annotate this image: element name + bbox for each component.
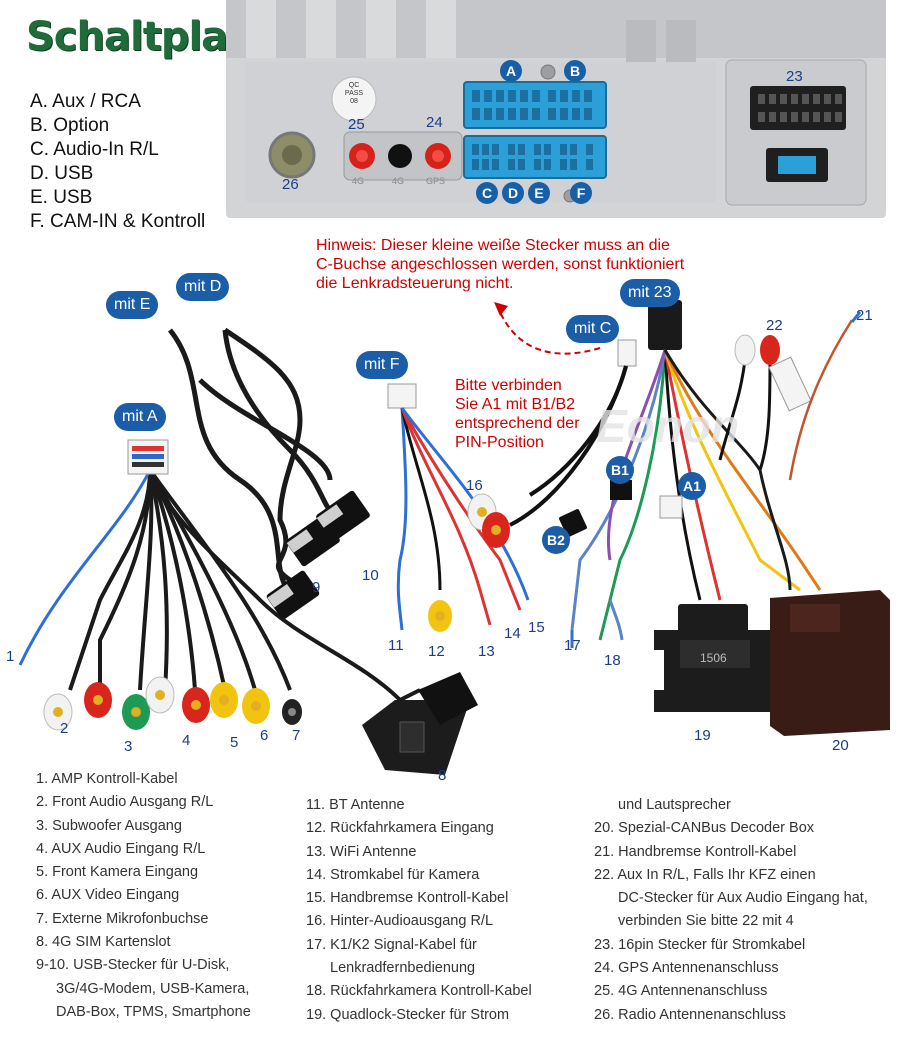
legend-item: 14. Stromkabel für Kamera [306,866,480,883]
connector-item: F. CAM-IN & Kontroll [30,211,206,232]
connector-item: A. Aux / RCA [30,91,141,112]
legend-item: 15. Handbremse Kontroll-Kabel [306,890,509,907]
legend-item: 9-10. USB-Stecker für U-Disk, [36,957,230,974]
diagram-number: 10 [362,567,379,584]
legend-item: 5. Front Kamera Eingang [36,864,199,881]
legend-item: Lenkradfernbedienung [330,960,476,977]
diagram-number: 15 [528,619,545,636]
badge-b1: B1 [606,456,634,484]
diagram-number: 2 [60,720,69,737]
panel-badge-b: B [564,60,586,82]
legend-item: DC-Stecker für Aux Audio Eingang hat, [618,890,868,907]
diagram-number: 20 [832,737,849,754]
legend-item: 22. Aux In R/L, Falls Ihr KFZ einen [594,866,816,883]
legend-item: 18. Rückfahrkamera Kontroll-Kabel [306,983,532,1000]
legend-item: 25. 4G Antennenanschluss [594,983,768,1000]
badge-mit-d: mit D [176,273,230,301]
legend-item: 21. Handbremse Kontroll-Kabel [594,843,797,860]
antenna-label-gps: GPS [426,176,446,186]
panel-number-23: 23 [786,68,803,85]
panel-number-24: 24 [426,114,443,131]
legend-item: 8. 4G SIM Kartenslot [36,934,171,951]
legend-column-2: 11. BT Antenne 12. Rückfahrkamera Eingan… [306,794,532,1027]
connector-item: E. USB [30,187,93,208]
badge-b2: B2 [542,526,570,554]
diagram-number: 18 [604,652,621,669]
legend-item: verbinden Sie bitte 22 mit 4 [618,913,794,930]
diagram-number: 13 [478,643,495,660]
diagram-number: 1 [6,648,15,665]
diagram-number: 8 [438,767,447,784]
badge-mit-e: mit E [106,291,159,319]
page-title: Schaltplan [26,14,256,60]
legend-item: 13. WiFi Antenne [306,843,417,860]
connector-list: A. Aux / RCA B. Option C. Audio-In R/L D… [30,90,205,234]
legend-item: 26. Radio Antennenanschluss [594,1006,786,1023]
diagram-number: 21 [856,307,873,324]
legend-item: 19. Quadlock-Stecker für Strom [306,1006,510,1023]
diagram-number: 16 [466,477,483,494]
connector-item: B. Option [30,115,110,136]
legend-item: 12. Rückfahrkamera Eingang [306,820,494,837]
legend-column-3: und Lautsprecher 20. Spezial-CANBus Deco… [594,794,868,1027]
diagram-number: 3 [124,738,133,755]
panel-badge-d: D [502,182,524,204]
panel-number-26: 26 [282,176,299,193]
diagram-number: 7 [292,727,301,744]
diagram-number: 4 [182,732,191,749]
diagram-number: 14 [504,625,521,642]
legend-item: 23. 16pin Stecker für Stromkabel [594,936,806,953]
diagram-number: 9 [312,579,321,596]
legend-item: 7. Externe Mikrofonbuchse [36,910,209,927]
legend-item: 4. AUX Audio Eingang R/L [36,840,206,857]
connector-item: C. Audio-In R/L [30,139,159,160]
diagram-number: 19 [694,727,711,744]
diagram-number: 5 [230,734,239,751]
badge-mit-c: mit C [566,315,620,343]
badge-mit-23: mit 23 [620,279,680,307]
legend-item: 20. Spezial-CANBus Decoder Box [594,820,815,837]
legend-column-1: 1. AMP Kontroll-Kabel 2. Front Audio Aus… [36,768,251,1024]
legend-item: und Lautsprecher [618,797,731,813]
legend-item: 17. K1/K2 Signal-Kabel für [306,936,477,953]
badge-mit-a: mit A [114,403,166,431]
wiring-harness-drawing: 1506 Eonon [18,300,890,775]
antenna-label-4g-2: 4G [392,176,405,186]
legend-item: 3G/4G-Modem, USB-Kamera, [56,980,250,997]
connect-note: Bitte verbinden Sie A1 mit B1/B2 entspre… [455,377,580,451]
antenna-label-4g: 4G [352,176,365,186]
panel-badge-c: C [476,182,498,204]
legend-item: 11. BT Antenne [306,797,405,813]
diagram-number: 12 [428,643,445,660]
panel-number-25: 25 [348,116,365,133]
legend-item: 16. Hinter-Audioausgang R/L [306,913,494,930]
watermark-text: Eonon [596,400,739,452]
legend-item: DAB-Box, TPMS, Smartphone [56,1003,251,1020]
legend-item: 24. GPS Antennenanschluss [594,960,779,977]
hint-note: Hinweis: Dieser kleine weiße Stecker mus… [316,237,685,292]
legend-item: 3. Subwoofer Ausgang [36,817,182,834]
badge-mit-f: mit F [356,351,408,379]
head-unit-back-panel: A B C D E F 23 24 25 26 QC PASS 08 4G 4G… [226,0,886,218]
diagram-number: 22 [766,317,783,334]
panel-badge-a: A [500,60,522,82]
badge-a1: A1 [678,472,706,500]
panel-drawing [226,0,886,206]
qc-pass-sticker: QC PASS 08 [344,82,364,105]
legend-item: 6. AUX Video Eingang [36,887,180,904]
diagram-number: 11 [388,637,404,654]
connector-item: D. USB [30,163,94,184]
diagram-number: 6 [260,727,269,744]
panel-badge-e: E [528,182,550,204]
diagram-number: 17 [564,637,581,654]
legend-item: 1. AMP Kontroll-Kabel [36,771,178,787]
legend-item: 2. Front Audio Ausgang R/L [36,794,214,811]
quadlock-marking: 1506 [700,651,727,665]
panel-badge-f: F [570,182,592,204]
